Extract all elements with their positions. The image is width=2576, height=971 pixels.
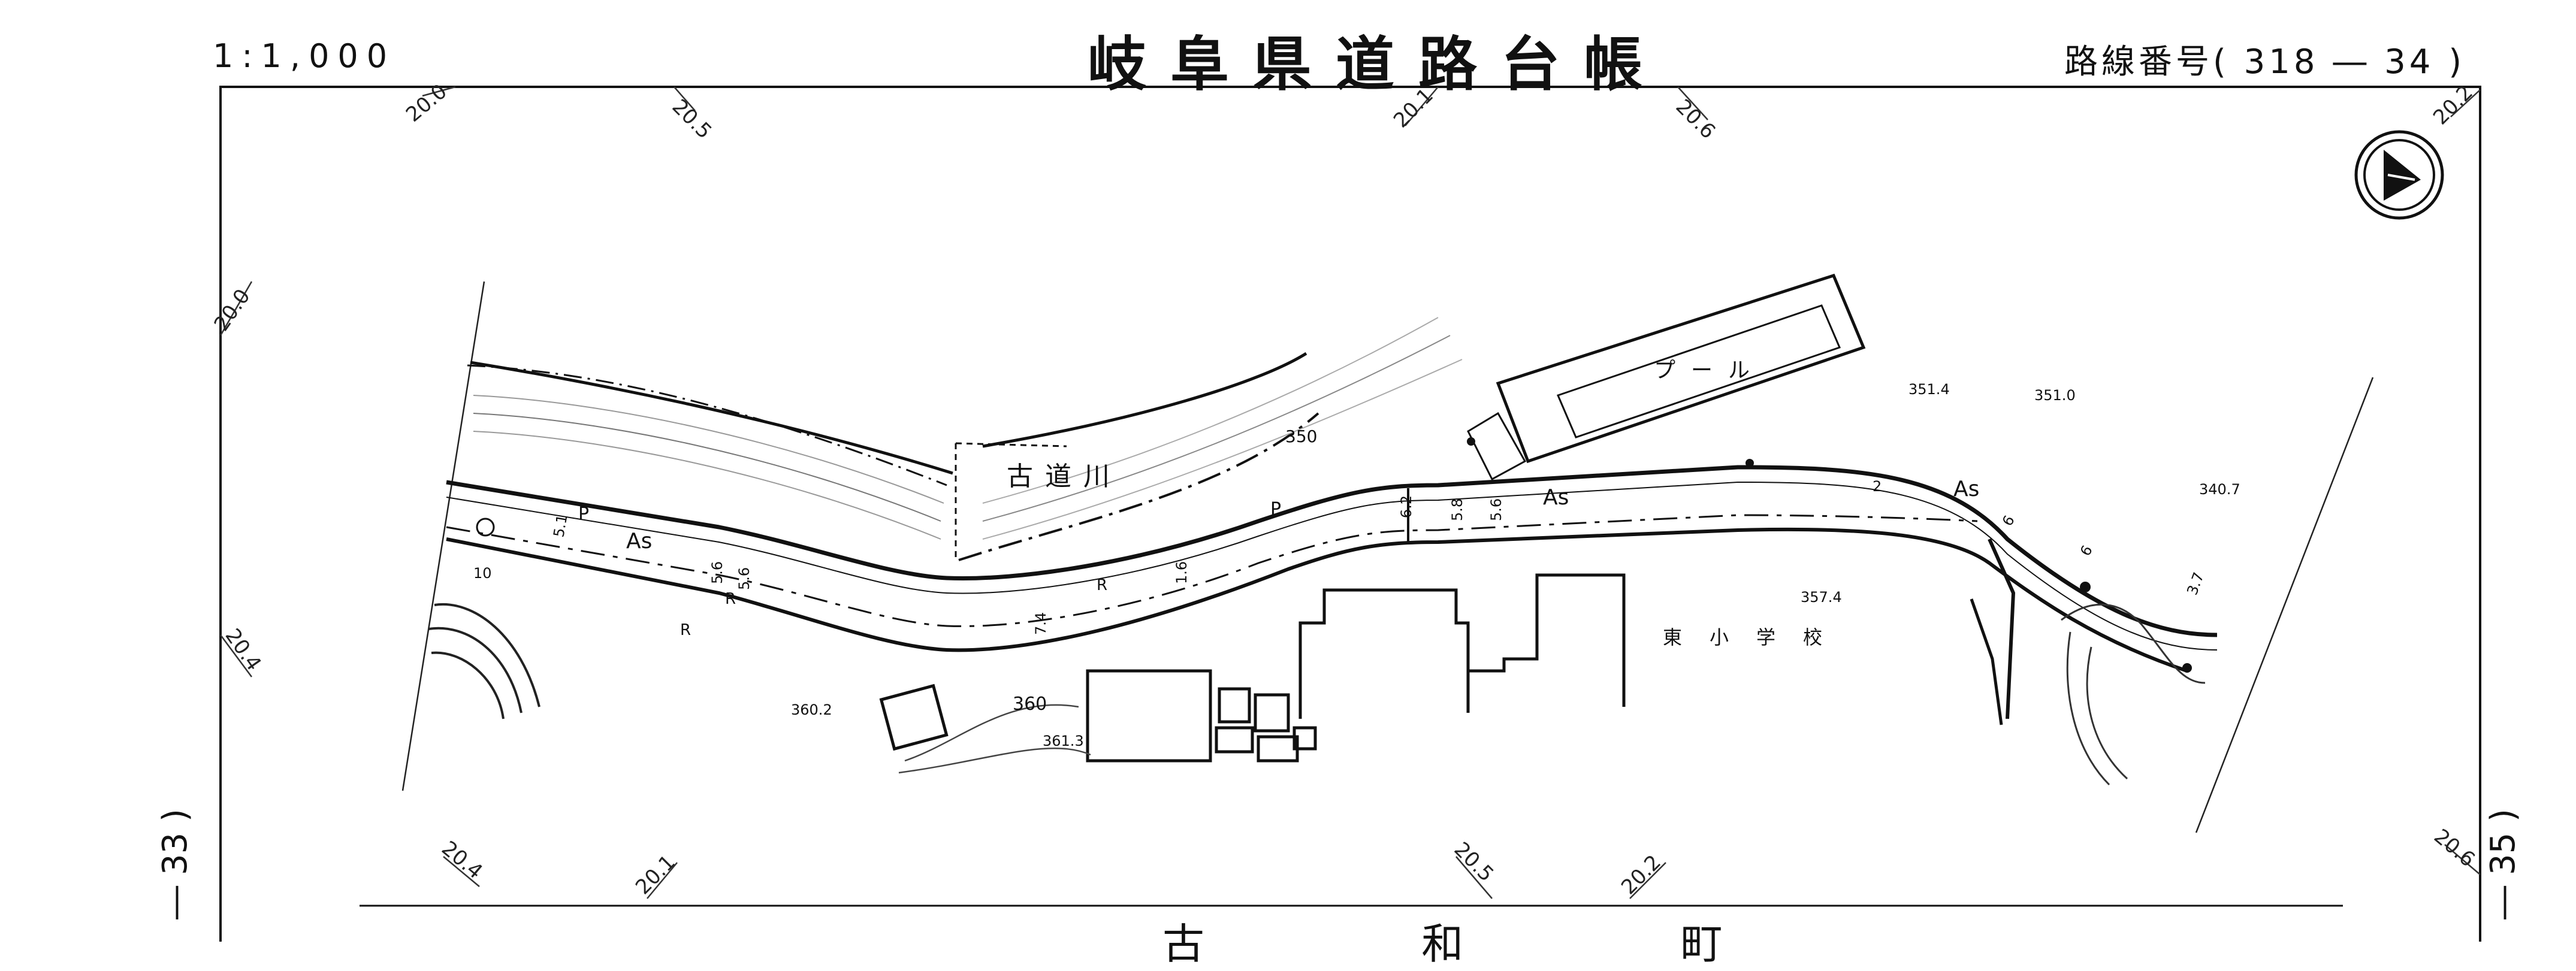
elevation-label: 360.2	[791, 701, 832, 718]
grid-label: 20.4	[437, 836, 487, 884]
elevation-label: 357.4	[1801, 589, 1842, 606]
map-scale: 1:1,000	[213, 37, 396, 75]
contour-label: 350	[1285, 426, 1317, 446]
grid-label: 20.5	[668, 95, 717, 144]
grid-label: 20.5	[1449, 837, 1499, 887]
road-width-label: 7.4	[1032, 612, 1049, 635]
road-surface-label: As	[1953, 477, 1979, 501]
school-label: 東小学校	[1663, 626, 1850, 649]
route-number: 路線番号( 318 ― 34 )	[2064, 43, 2466, 81]
contour-label: 360	[1013, 694, 1047, 715]
grid-label: 20.6	[1671, 95, 1720, 144]
map-frame	[219, 86, 2481, 942]
r-label: R	[680, 621, 691, 639]
road-width-label: 5.6	[736, 567, 753, 590]
pole-label: P	[1270, 499, 1281, 520]
road-width-label: 6	[2077, 543, 2096, 559]
road-width-label: 2	[1873, 478, 1882, 495]
elevation-label: 361.3	[1043, 733, 1084, 749]
road-width-label: 10	[473, 565, 492, 582]
road-width-label: 5.1	[550, 513, 570, 539]
grid-label: 20.1	[1389, 84, 1438, 133]
slope-hatching-right	[2061, 603, 2206, 786]
road-width-label: 6	[1999, 513, 2018, 529]
road-width-label: 1.6	[1173, 561, 1190, 584]
grid-label: 20.1	[631, 851, 680, 900]
pole-label: P	[578, 504, 589, 525]
slope-hatching-left	[428, 603, 540, 719]
grid-labels: 20.0 20.5 20.1 20.6 20.2 20.0 20.4 20.4 …	[210, 80, 2480, 900]
r-label: R	[1097, 576, 1107, 594]
grid-label: 20.6	[2429, 824, 2480, 872]
grid-label: 20.4	[221, 624, 266, 675]
r-label: R	[725, 590, 736, 608]
road-surface-label: As	[626, 529, 652, 553]
road-map: 20.0 20.5 20.1 20.6 20.2 20.0 20.4 20.4 …	[210, 80, 2481, 942]
road-ledger-sheet: 1:1,000 岐阜県道路台帳 路線番号( 318 ― 34 ) ― 33 ) …	[156, 31, 2523, 969]
school-buildings	[879, 573, 2003, 763]
road-width-label: 3.7	[2184, 570, 2207, 597]
elevation-label: 340.7	[2199, 481, 2240, 498]
elevation-label: 351.4	[1908, 381, 1950, 398]
pool-label: プール	[1654, 358, 1765, 383]
road-width-label: 5.8	[1449, 498, 1466, 521]
river-label: 古道川	[1007, 461, 1122, 492]
road-width-label: 5.6	[709, 561, 726, 584]
north-arrow-icon	[2354, 130, 2444, 220]
survey-points	[476, 437, 2192, 673]
river-古道川	[467, 317, 1463, 561]
pool-building	[1467, 273, 1866, 481]
main-road	[446, 465, 2218, 719]
survey-boundary	[401, 281, 2374, 833]
grid-label: 20.0	[210, 285, 255, 335]
grid-label: 20.2	[1617, 851, 1666, 900]
road-surface-label: As	[1543, 485, 1569, 510]
contours	[898, 704, 1091, 774]
road-width-label: 6.2	[1398, 495, 1415, 518]
elevation-label: 351.0	[2034, 387, 2076, 404]
road-width-label: 5.6	[1488, 498, 1505, 521]
grid-ticks	[219, 86, 2481, 899]
